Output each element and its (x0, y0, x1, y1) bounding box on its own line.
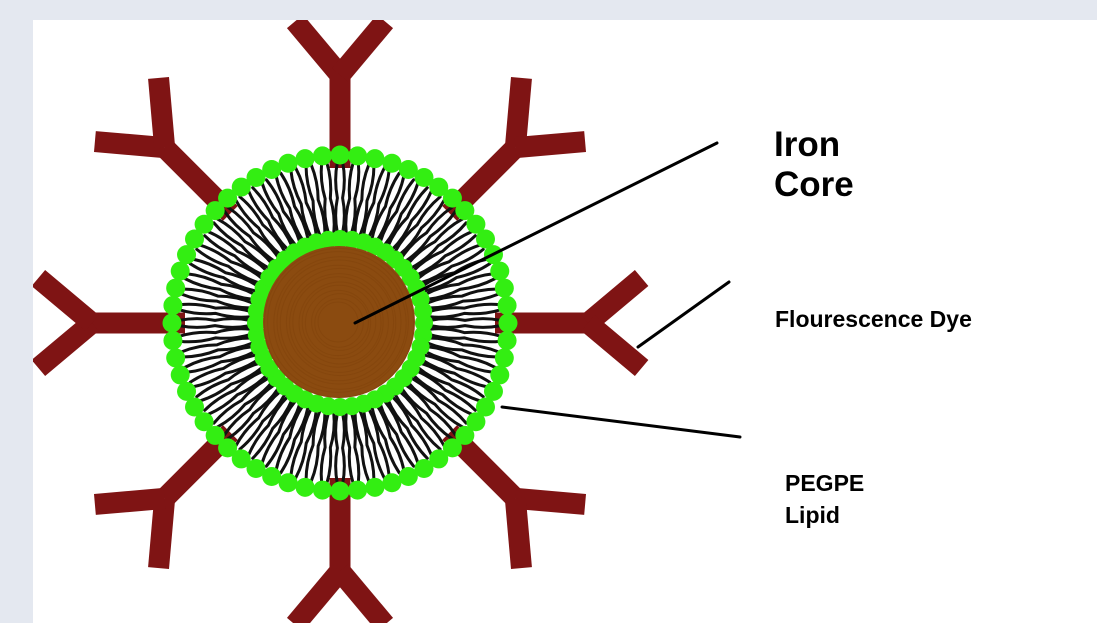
outer-lipid-head (171, 262, 190, 281)
iron-core-label-line2: Core (774, 165, 854, 205)
lipid-tail (343, 162, 345, 233)
outer-lipid-head (331, 482, 350, 501)
lipid-tail (430, 329, 501, 336)
lipid-tail (422, 360, 488, 387)
antibody-arm (340, 21, 385, 75)
lipid-tail (377, 405, 404, 471)
antibody-arm (38, 278, 92, 323)
antibody-arm (515, 498, 521, 568)
lipid-tail (276, 175, 303, 241)
antibody-arm (159, 78, 165, 148)
fluorescence-dye-label: Flourescence Dye (775, 303, 972, 335)
outer-lipid-head (348, 481, 367, 500)
outer-lipid-head (166, 279, 185, 298)
iron-core-group (263, 246, 415, 398)
lipid-tail (179, 326, 250, 328)
lipid-tail (180, 310, 251, 317)
outer-lipid-head (499, 314, 518, 333)
outer-lipid-head (166, 348, 185, 367)
inner-lipid-head (414, 302, 432, 320)
lipid-tail (180, 334, 251, 341)
lipid-tail (377, 175, 404, 241)
lipid-tail (346, 163, 353, 234)
outer-lipid-head (365, 149, 384, 168)
antibody-arm (588, 323, 642, 368)
outer-lipid-head (348, 146, 367, 165)
antibody-icon (450, 78, 585, 213)
outer-lipid-head (279, 473, 298, 492)
outer-lipid-head (163, 296, 182, 315)
antibody-arm (295, 571, 340, 623)
antibody-arm (515, 142, 585, 148)
lipid-tail (192, 360, 258, 387)
lipid-tail (430, 319, 501, 321)
outer-lipid-head (177, 382, 196, 401)
outer-lipid-head (490, 365, 509, 384)
lipid-tail (327, 163, 334, 234)
outer-lipid-head (279, 154, 298, 173)
outer-lipid-head (163, 314, 182, 333)
lipid-tail (327, 413, 334, 484)
lipid-tail (351, 412, 358, 483)
outer-lipid-head (313, 481, 332, 500)
lipid-tail (179, 319, 250, 321)
lipid-leader-line (502, 407, 740, 437)
outer-lipid-head (296, 478, 315, 497)
outer-lipid-head (313, 146, 332, 165)
lipid-tail (180, 329, 251, 336)
outer-lipid-head (382, 154, 401, 173)
outer-lipid-head (331, 146, 350, 165)
outer-lipid-head (365, 478, 384, 497)
outer-lipid-head (495, 279, 514, 298)
outer-lipid-head (498, 331, 517, 350)
lipid-tail (430, 310, 501, 317)
pegpe-lipid-label: PEGPE Lipid (785, 467, 864, 531)
outer-lipid-head (171, 365, 190, 384)
outer-lipid-head (296, 149, 315, 168)
outer-lipid-head (399, 467, 418, 486)
lipid-tail (343, 413, 345, 484)
lipid-tail (321, 163, 328, 234)
lipid-tail (192, 259, 258, 286)
diagram-canvas: Iron Core Flourescence Dye PEGPE Lipid (33, 20, 1097, 623)
iron-core-label-line1: Iron (774, 125, 854, 165)
lipid-tail (429, 304, 500, 311)
pegpe-lipid-label-line1: PEGPE (785, 467, 864, 499)
outer-lipid-head (262, 160, 281, 179)
lipid-tail (336, 413, 338, 484)
antibody-icon (450, 433, 585, 568)
lipid-tail (336, 162, 338, 233)
outer-lipid-head (382, 473, 401, 492)
outer-lipid-head (498, 296, 517, 315)
antibody-arm (95, 498, 165, 504)
outer-lipid-head (495, 348, 514, 367)
lipid-tail (346, 413, 353, 484)
outer-lipid-head (490, 262, 509, 281)
lipid-tail (430, 326, 501, 328)
lipid-tail (276, 405, 303, 471)
antibody-icon (95, 433, 230, 568)
antibody-icon (95, 78, 230, 213)
pegpe-lipid-label-line2: Lipid (785, 499, 864, 531)
outer-lipid-head (163, 331, 182, 350)
dye-leader-line (638, 282, 729, 347)
iron-core-label: Iron Core (774, 125, 854, 204)
